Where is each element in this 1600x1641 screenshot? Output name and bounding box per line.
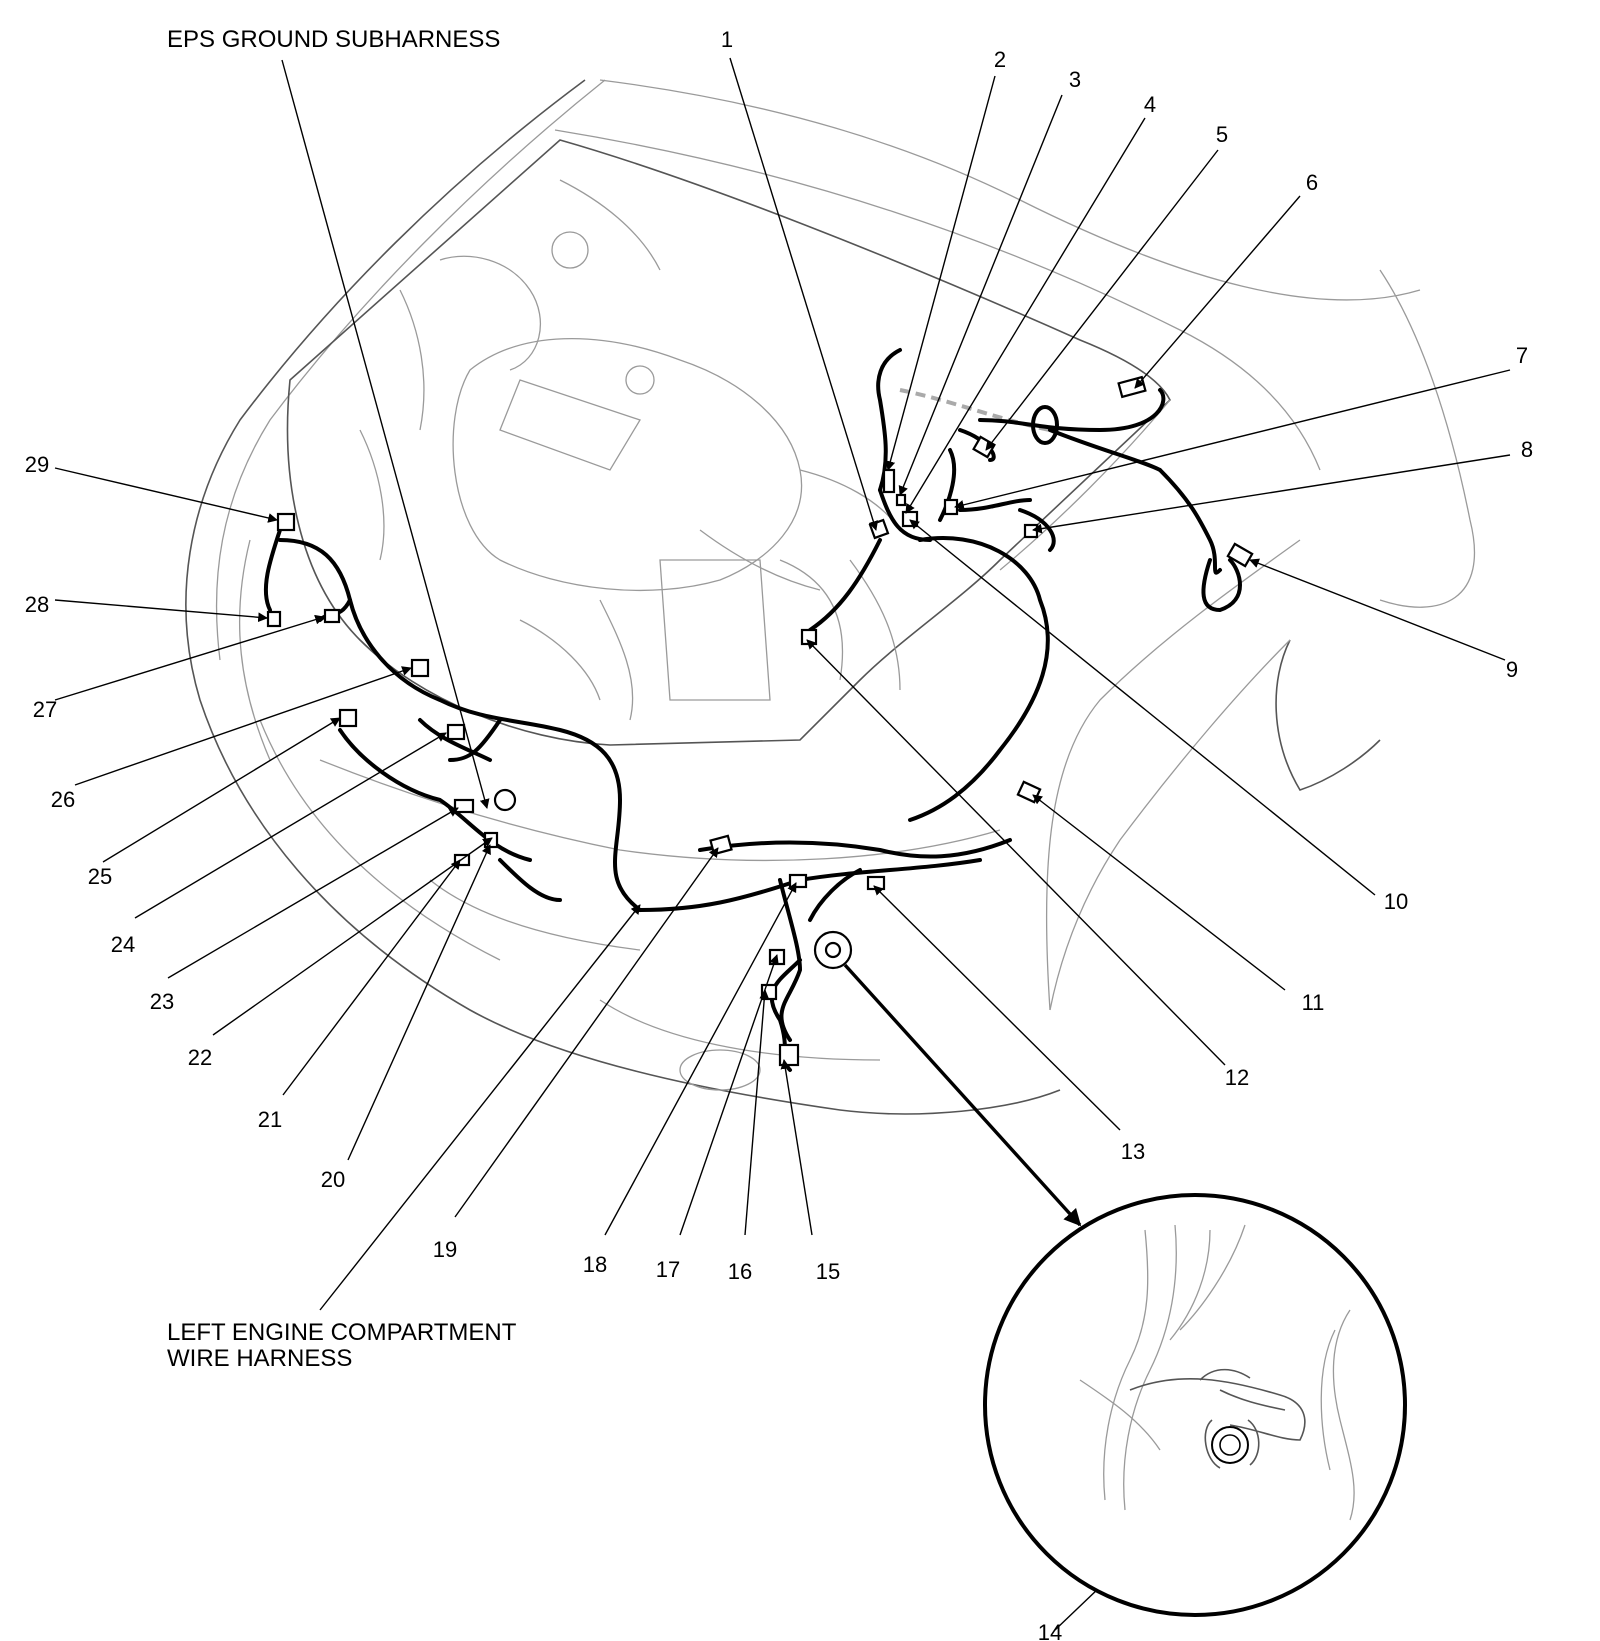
callout-23: 23 — [149, 989, 175, 1014]
callout-17: 17 — [655, 1257, 681, 1282]
callout-19: 19 — [432, 1237, 458, 1262]
callout-7: 7 — [1515, 343, 1529, 368]
callout-15: 15 — [815, 1259, 841, 1284]
callout-28: 28 — [24, 592, 50, 617]
left-harness-label-line1: LEFT ENGINE COMPARTMENT — [167, 1319, 517, 1346]
callout-18: 18 — [582, 1252, 608, 1277]
callout-1: 1 — [720, 27, 734, 52]
callout-16: 16 — [727, 1259, 753, 1284]
leader-lines — [54, 57, 1511, 1631]
callout-4: 4 — [1143, 92, 1157, 117]
left-engine-compartment-harness-label: LEFT ENGINE COMPARTMENT WIRE HARNESS — [167, 1320, 516, 1372]
callout-29: 29 — [24, 452, 50, 477]
callout-8: 8 — [1520, 437, 1534, 462]
left-harness — [263, 528, 1012, 1072]
callout-26: 26 — [50, 787, 76, 812]
callout-5: 5 — [1215, 122, 1229, 147]
callout-3: 3 — [1068, 67, 1082, 92]
left-harness-label-line2: WIRE HARNESS — [167, 1345, 353, 1372]
callout-12: 12 — [1224, 1065, 1250, 1090]
callout-27: 27 — [32, 697, 58, 722]
callout-9: 9 — [1505, 657, 1519, 682]
detail-inset — [983, 1193, 1407, 1617]
callout-25: 25 — [87, 864, 113, 889]
callout-11: 11 — [1301, 990, 1325, 1015]
callout-13: 13 — [1120, 1139, 1146, 1164]
callout-24: 24 — [110, 932, 136, 957]
callout-20: 20 — [320, 1167, 346, 1192]
engine-outline — [359, 179, 901, 721]
callout-10: 10 — [1383, 889, 1409, 914]
eps-ground-subharness-label: EPS GROUND SUBHARNESS — [167, 26, 501, 53]
connectors — [266, 375, 1254, 1067]
callout-22: 22 — [187, 1045, 213, 1070]
callout-2: 2 — [993, 47, 1007, 72]
car-body-outline — [185, 79, 1476, 1115]
callout-14: 14 — [1037, 1620, 1063, 1641]
callout-6: 6 — [1305, 170, 1319, 195]
callout-21: 21 — [257, 1107, 283, 1132]
right-harness — [808, 348, 1242, 822]
